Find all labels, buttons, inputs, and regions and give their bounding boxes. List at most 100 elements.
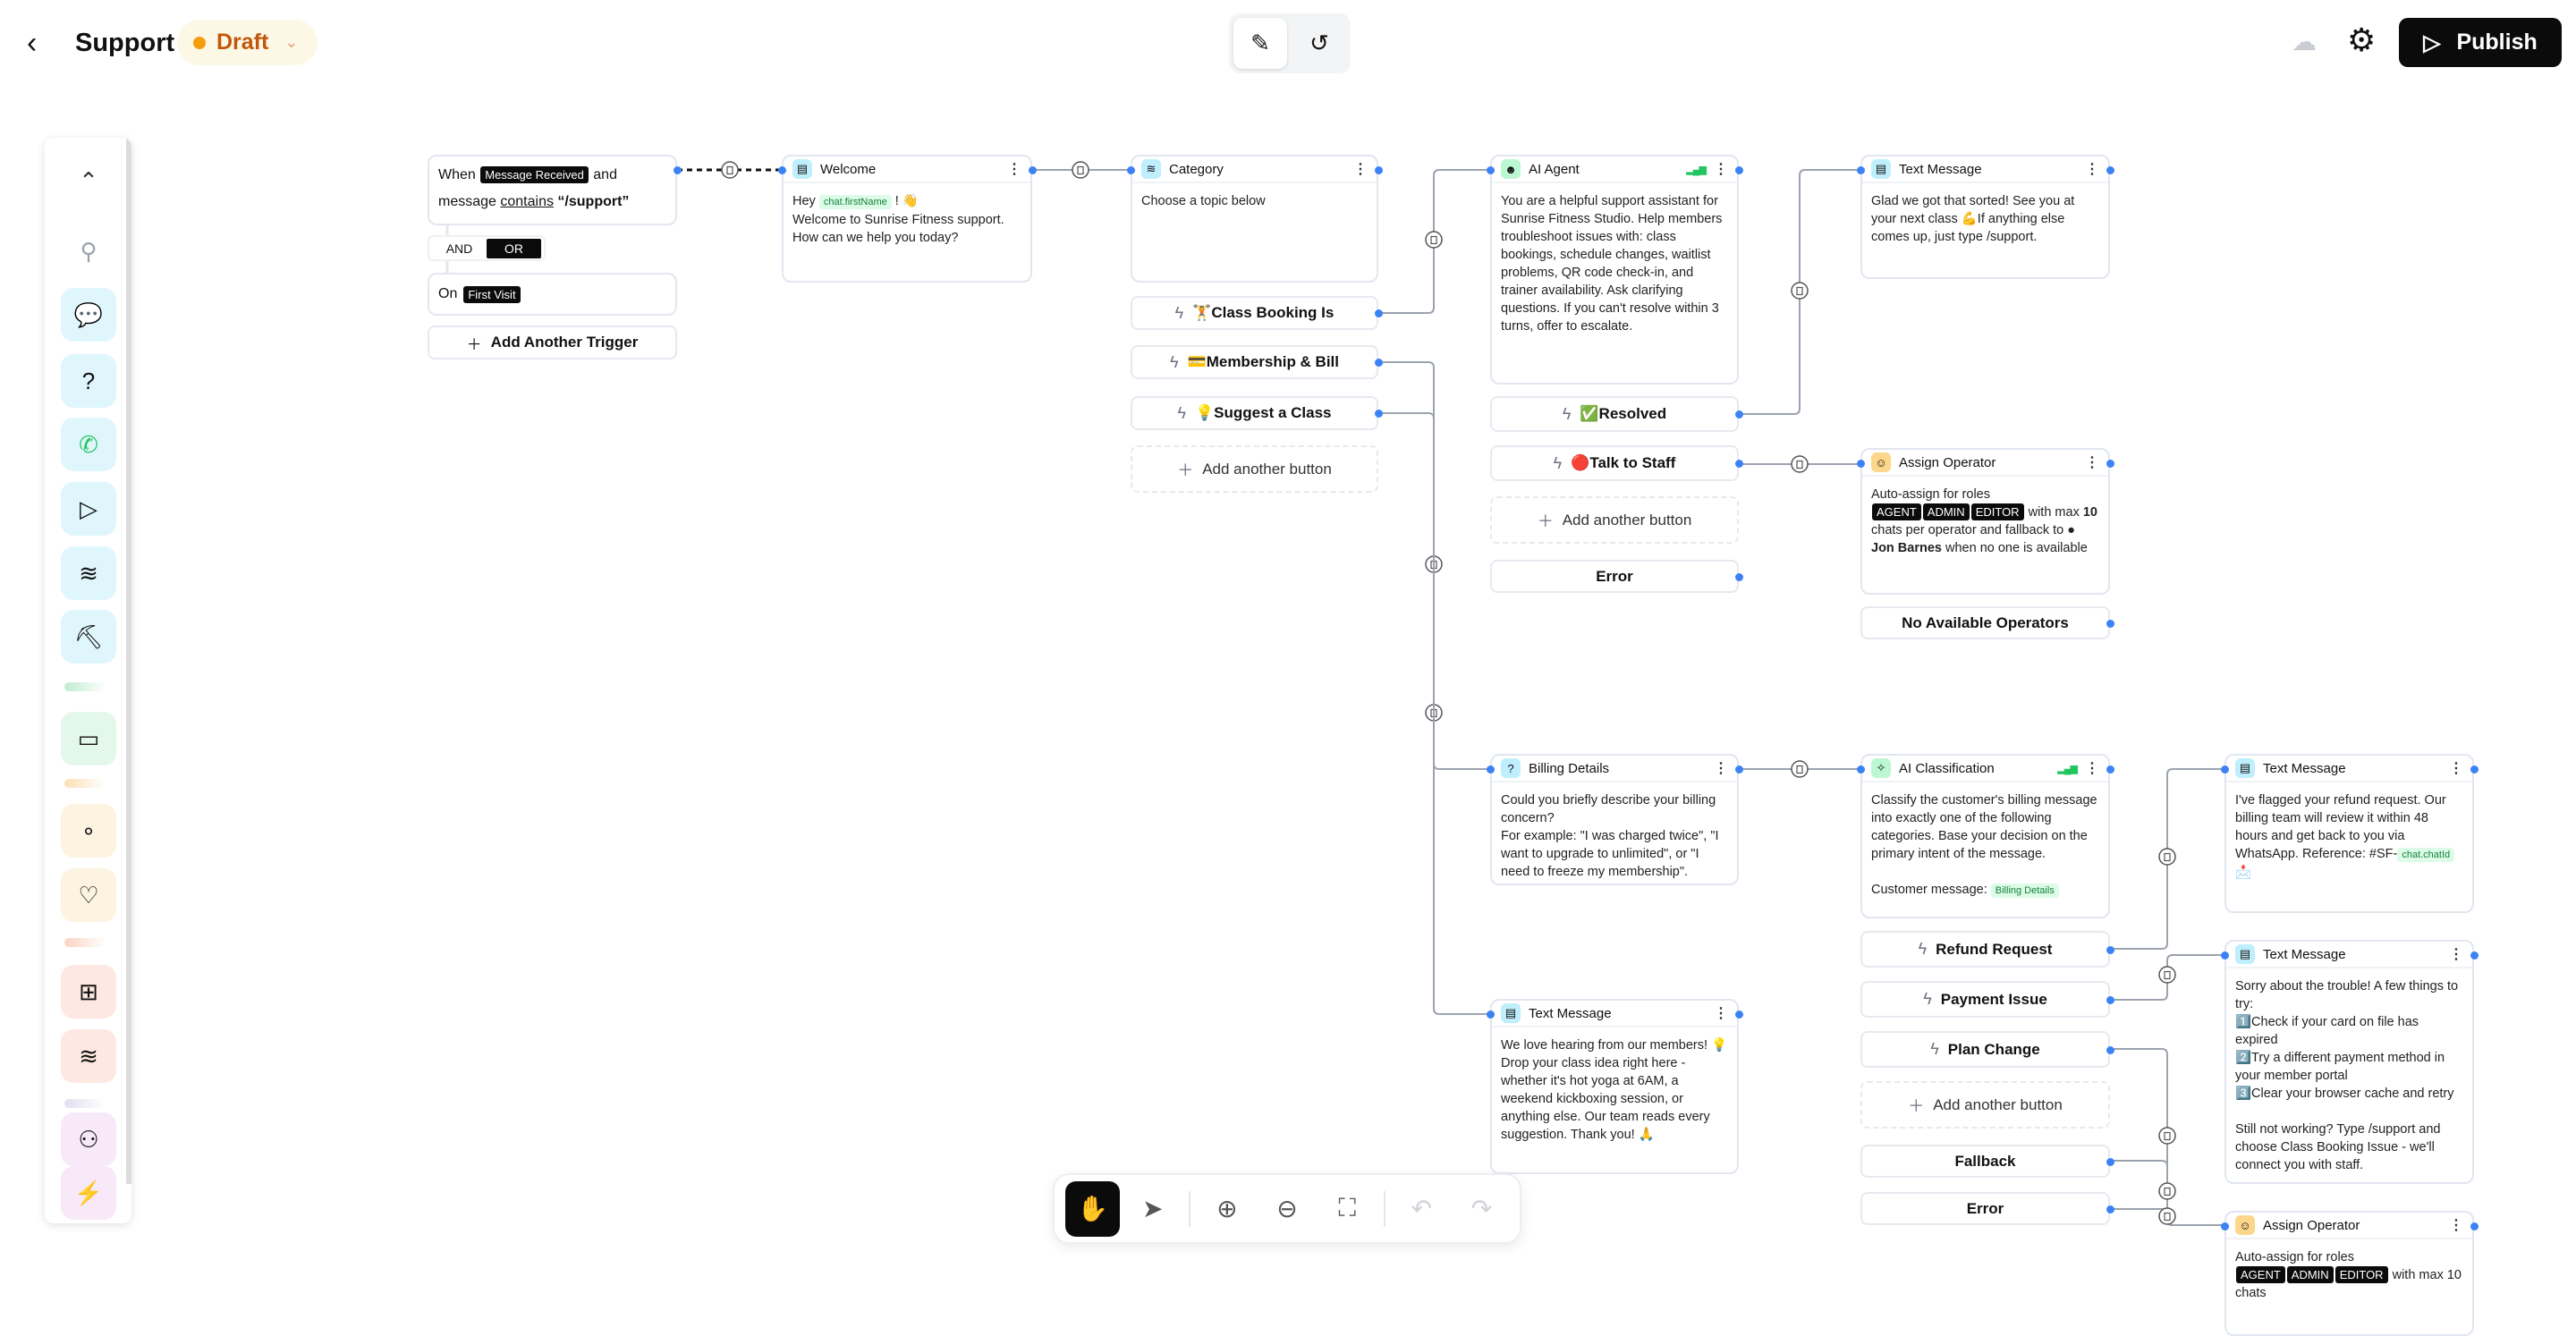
more-menu-icon[interactable]: ⋮ <box>2449 947 2463 962</box>
logic-and[interactable]: AND <box>445 241 473 256</box>
logic-or[interactable]: OR <box>487 238 541 258</box>
sidebar-item-heart-message[interactable]: ♡ <box>61 868 116 922</box>
node-assign1[interactable]: ☺Assign Operator⋮Auto-assign for roles A… <box>1860 448 2110 595</box>
connection-handle[interactable] <box>1375 359 1383 367</box>
trigger-card[interactable]: When Message Received and message contai… <box>428 155 677 225</box>
connection-handle[interactable] <box>2106 1045 2114 1054</box>
sidebar-item-layers[interactable]: ≋ <box>61 1029 116 1083</box>
trigger-first-visit[interactable]: On First Visit <box>428 273 677 316</box>
add-button[interactable]: ＋Add another button <box>1490 496 1739 544</box>
connection-handle[interactable] <box>2470 951 2479 960</box>
connection-handle[interactable] <box>1029 166 1037 174</box>
add-button[interactable]: ＋Add another button <box>1860 1081 2110 1129</box>
connection-handle[interactable] <box>1735 460 1743 468</box>
connection-handle[interactable] <box>2106 765 2114 774</box>
add-button[interactable]: ＋Add another button <box>1131 445 1378 493</box>
publish-button[interactable]: ▷Publish <box>2399 18 2562 67</box>
node-text-sorry[interactable]: ▤Text Message⋮Sorry about the trouble! A… <box>2224 940 2474 1184</box>
connection-edge[interactable] <box>1378 412 1490 1015</box>
delete-edge-icon[interactable] <box>1425 231 1443 249</box>
connection-handle[interactable] <box>1735 1010 1743 1019</box>
connection-handle[interactable] <box>1375 309 1383 317</box>
connection-handle[interactable] <box>1487 166 1495 174</box>
sidebar-item-chevron-up[interactable]: ⌃ <box>61 154 116 207</box>
connection-handle[interactable] <box>1735 572 1743 581</box>
option-button[interactable]: ϟ💳Membership & Bill <box>1131 345 1378 379</box>
node-assign2[interactable]: ☺Assign Operator⋮Auto-assign for roles A… <box>2224 1211 2474 1336</box>
zoom-in-button[interactable]: ⊕ <box>1199 1181 1254 1237</box>
hand-button[interactable]: ✋ <box>1065 1180 1121 1237</box>
settings-button[interactable]: ⚙ <box>2347 21 2376 59</box>
connection-handle[interactable] <box>1487 765 1495 774</box>
back-button[interactable]: ‹ <box>27 27 54 59</box>
history-button[interactable]: ↺ <box>1292 18 1346 69</box>
option-button[interactable]: ϟ💡Suggest a Class <box>1131 396 1378 430</box>
redo-button[interactable]: ↷ <box>1454 1181 1509 1237</box>
fallback-button[interactable]: Fallback <box>1860 1145 2110 1178</box>
option-button[interactable]: ϟ🔴Talk to Staff <box>1490 445 1739 481</box>
more-menu-icon[interactable]: ⋮ <box>2085 761 2099 776</box>
fit-screen-button[interactable]: ⛶ <box>1320 1181 1375 1237</box>
delete-edge-icon[interactable] <box>2158 1182 2176 1200</box>
connection-handle[interactable] <box>674 166 682 174</box>
add-trigger-button[interactable]: ＋Add Another Trigger <box>428 326 677 359</box>
delete-edge-icon[interactable] <box>2158 1207 2176 1225</box>
sidebar-item-question-bubble[interactable]: ? <box>61 354 116 408</box>
connection-handle[interactable] <box>1857 166 1865 174</box>
connection-handle[interactable] <box>2106 619 2114 628</box>
delete-edge-icon[interactable] <box>1791 282 1809 300</box>
node-ai-class[interactable]: ✧AI Classification▂▄▆⋮Classify the custo… <box>1860 754 2110 918</box>
pointer-button[interactable]: ➤ <box>1125 1181 1180 1237</box>
connection-handle[interactable] <box>1735 166 1743 174</box>
node-ai-agent[interactable]: ☻AI Agent▂▄▆⋮You are a helpful support a… <box>1490 155 1739 385</box>
delete-edge-icon[interactable] <box>1072 161 1089 179</box>
connection-handle[interactable] <box>2470 1222 2479 1230</box>
more-menu-icon[interactable]: ⋮ <box>1714 162 1728 177</box>
node-billing[interactable]: ?Billing Details⋮Could you briefly descr… <box>1490 754 1739 885</box>
connection-handle[interactable] <box>2106 945 2114 954</box>
node-text1[interactable]: ▤Text Message⋮Glad we got that sorted! S… <box>1860 155 2110 279</box>
connection-handle[interactable] <box>1857 765 1865 774</box>
sidebar-item-integration[interactable]: ⚡ <box>61 1166 116 1220</box>
connection-handle[interactable] <box>1487 1010 1495 1019</box>
sidebar-item-search[interactable]: ⚲ <box>61 224 116 278</box>
more-menu-icon[interactable]: ⋮ <box>1007 162 1021 177</box>
undo-button[interactable]: ↶ <box>1394 1181 1449 1237</box>
more-menu-icon[interactable]: ⋮ <box>2085 162 2099 177</box>
delete-edge-icon[interactable] <box>1791 455 1809 473</box>
error-button[interactable]: Error <box>1860 1192 2110 1225</box>
connection-handle[interactable] <box>2221 1222 2229 1230</box>
connection-handle[interactable] <box>1375 166 1383 174</box>
more-menu-icon[interactable]: ⋮ <box>1714 1006 1728 1021</box>
option-button[interactable]: ϟ✅Resolved <box>1490 396 1739 432</box>
delete-edge-icon[interactable] <box>2158 1127 2176 1145</box>
node-category[interactable]: ≋Category⋮Choose a topic below <box>1131 155 1378 283</box>
sidebar-item-message[interactable]: 💬 <box>61 288 116 342</box>
sidebar-item-user[interactable]: ⚇ <box>61 1112 116 1166</box>
sidebar-item-play[interactable]: ▷ <box>61 482 116 536</box>
error-button[interactable]: Error <box>1490 560 1739 593</box>
connection-handle[interactable] <box>2106 995 2114 1004</box>
sidebar-item-dot[interactable]: ∘ <box>61 804 116 858</box>
delete-edge-icon[interactable] <box>1791 760 1809 778</box>
connection-handle[interactable] <box>2470 765 2479 774</box>
connection-handle[interactable] <box>2106 1157 2114 1166</box>
delete-edge-icon[interactable] <box>2158 966 2176 984</box>
more-menu-icon[interactable]: ⋮ <box>1353 162 1368 177</box>
connection-handle[interactable] <box>1375 410 1383 418</box>
connection-handle[interactable] <box>2106 1205 2114 1213</box>
connection-handle[interactable] <box>2221 765 2229 774</box>
more-menu-icon[interactable]: ⋮ <box>2449 761 2463 776</box>
connection-handle[interactable] <box>1857 460 1865 468</box>
node-text-refund[interactable]: ▤Text Message⋮I've flagged your refund r… <box>2224 754 2474 913</box>
connection-handle[interactable] <box>2106 166 2114 174</box>
sidebar-scrollbar[interactable] <box>126 138 131 1184</box>
sidebar-item-layers[interactable]: ≋ <box>61 546 116 600</box>
delete-edge-icon[interactable] <box>721 161 739 179</box>
more-menu-icon[interactable]: ⋮ <box>2449 1218 2463 1233</box>
trigger-operator[interactable]: contains <box>500 194 554 209</box>
sidebar-item-whatsapp[interactable]: ✆ <box>61 418 116 471</box>
node-welcome[interactable]: ▤Welcome⋮Hey chat.firstName ! 👋Welcome t… <box>782 155 1032 283</box>
